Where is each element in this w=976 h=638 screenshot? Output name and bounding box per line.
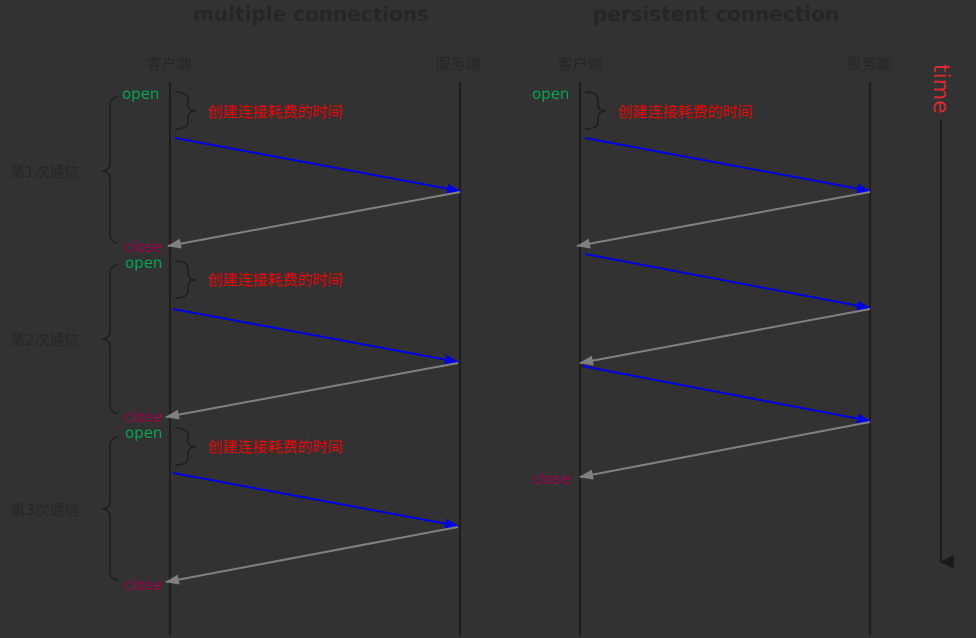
left-response-arrow-3 — [165, 526, 459, 585]
setup-time-note-1: 创建连接耗费的时间 — [208, 103, 343, 121]
left-request-arrow-2 — [172, 308, 459, 365]
right-request-arrow-2 — [584, 253, 871, 311]
right-response-arrow-1 — [576, 191, 871, 249]
round-label-1: 第1次通信 — [10, 163, 80, 181]
left-open-label-2: open — [125, 254, 162, 272]
setup-brace-2 — [174, 260, 197, 299]
setup-brace-1 — [174, 91, 197, 130]
left-close-label-3: close — [124, 576, 163, 594]
left-response-arrow-2 — [165, 362, 459, 420]
setup-time-note-2: 创建连接耗费的时间 — [208, 271, 343, 289]
left-diagram-title: multiple connections — [193, 2, 429, 26]
left-client-header: 客户端 — [146, 55, 191, 73]
right-server-header: 服务端 — [846, 55, 891, 73]
left-request-arrow-3 — [172, 472, 459, 529]
time-label: time — [928, 64, 953, 114]
left-open-label-3: open — [125, 424, 162, 442]
right-response-arrow-3 — [579, 421, 871, 480]
round-brace-3 — [101, 436, 119, 581]
setup-brace-3 — [174, 427, 197, 466]
round-label-3: 第3次通信 — [10, 501, 80, 519]
right-response-arrow-2 — [579, 308, 871, 366]
left-close-label-2: close — [124, 408, 163, 426]
left-close-label-1: close — [124, 238, 163, 256]
left-open-label-1: open — [122, 85, 159, 103]
right-request-arrow-3 — [581, 365, 871, 424]
left-request-arrow-1 — [174, 137, 461, 194]
round-brace-1 — [101, 96, 119, 244]
right-diagram-title: persistent connection — [593, 2, 839, 26]
round-brace-2 — [101, 264, 119, 414]
right-request-arrow-1 — [584, 137, 871, 194]
right-close-label: close — [532, 470, 571, 488]
right-client-header: 客户端 — [557, 55, 602, 73]
round-label-2: 第2次通信 — [10, 331, 80, 349]
left-server-header: 服务端 — [435, 55, 480, 73]
right-open-label: open — [532, 85, 569, 103]
right-setup-time-note: 创建连接耗费的时间 — [618, 103, 753, 121]
right-setup-brace — [584, 91, 607, 130]
setup-time-note-3: 创建连接耗费的时间 — [208, 438, 343, 456]
left-response-arrow-1 — [167, 191, 461, 249]
